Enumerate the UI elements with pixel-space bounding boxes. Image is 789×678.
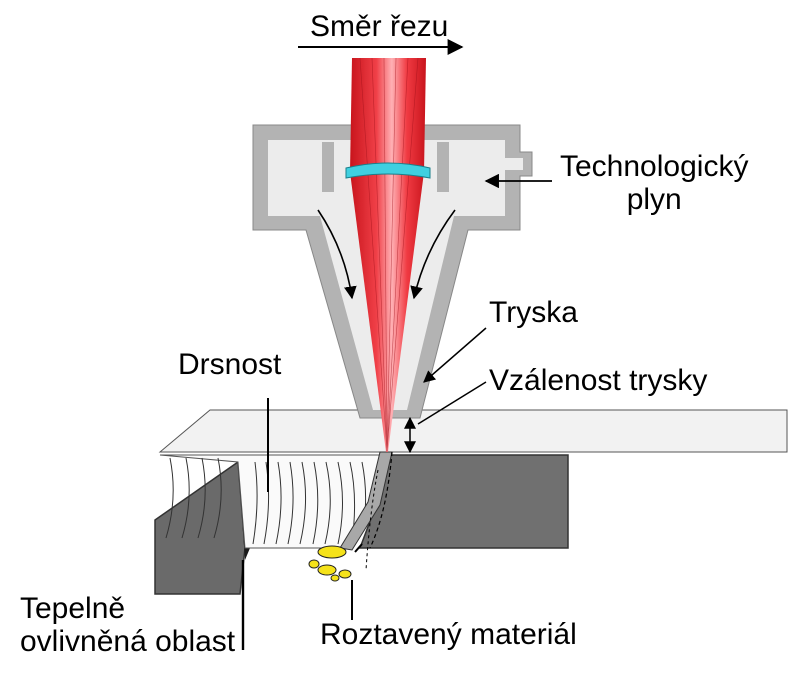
label-process-gas-line2: plyn — [626, 183, 682, 216]
laser-beam — [350, 58, 426, 452]
label-haz: Tepelně ovlivněná oblast — [20, 592, 235, 658]
nozzle-leader — [423, 327, 487, 383]
molten-droplets — [308, 545, 352, 582]
label-haz-line1: Tepelně — [20, 592, 126, 625]
label-haz-line2: ovlivněná oblast — [20, 625, 236, 658]
workpiece-right-block — [358, 454, 569, 549]
distance-leader — [417, 381, 487, 425]
label-nozzle-distance: Vzálenost trysky — [489, 364, 708, 397]
label-molten-material: Roztavený materiál — [320, 618, 577, 651]
label-cut-direction: Směr řezu — [310, 10, 449, 43]
label-process-gas: Technologický plyn — [560, 150, 748, 216]
label-process-gas-line1: Technologický — [560, 150, 749, 183]
lens — [345, 162, 431, 179]
workpiece-top-surface — [158, 409, 788, 453]
label-roughness: Drsnost — [178, 348, 282, 381]
label-nozzle: Tryska — [489, 296, 578, 329]
